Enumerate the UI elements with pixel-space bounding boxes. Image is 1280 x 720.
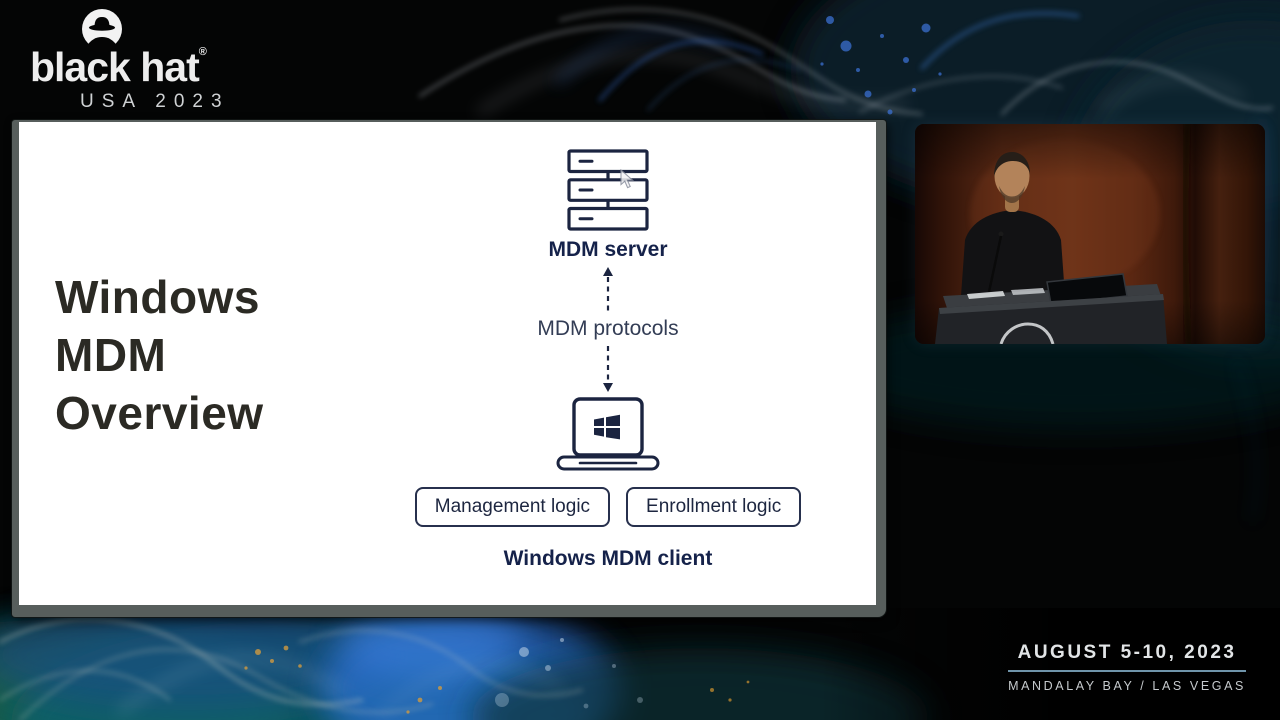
logo-event-label: USA 2023 bbox=[80, 91, 230, 112]
mouse-cursor bbox=[620, 169, 635, 189]
windows-laptop-icon bbox=[556, 397, 660, 471]
presentation-slide: Windows MDM Overview bbox=[12, 120, 886, 617]
dashed-arrow-up-icon bbox=[603, 267, 613, 313]
presenter-video bbox=[915, 124, 1265, 344]
logo-wordmark: black hat® bbox=[30, 47, 254, 88]
blackhat-figure-icon bbox=[82, 9, 122, 52]
event-footer: AUGUST 5-10, 2023 MANDALAY BAY / LAS VEG… bbox=[1008, 642, 1246, 693]
registered-mark: ® bbox=[198, 46, 207, 58]
podium bbox=[935, 273, 1167, 344]
protocols-label: MDM protocols bbox=[537, 317, 679, 340]
slide-title-line-2: MDM bbox=[55, 329, 167, 381]
blackhat-logo: black hat® USA 2023 bbox=[30, 8, 254, 113]
client-logic-boxes: Management logic Enrollment logic bbox=[414, 487, 802, 527]
dashed-arrow-down-icon bbox=[603, 346, 613, 392]
slide-title: Windows MDM Overview bbox=[55, 268, 264, 442]
mdm-architecture-diagram: MDM server MDM protocols bbox=[398, 148, 818, 571]
event-date: AUGUST 5-10, 2023 bbox=[1008, 642, 1246, 672]
event-venue: MANDALAY BAY / LAS VEGAS bbox=[1008, 679, 1246, 693]
presenter-scene bbox=[915, 124, 1265, 344]
client-label: Windows MDM client bbox=[503, 547, 713, 570]
slide-title-line-1: Windows bbox=[55, 271, 260, 323]
management-logic-box: Management logic bbox=[414, 487, 611, 527]
presenter-figure bbox=[961, 152, 1065, 296]
enrollment-logic-box: Enrollment logic bbox=[626, 487, 802, 527]
logo-wordmark-text: black hat bbox=[30, 44, 200, 90]
server-rack-icon bbox=[567, 149, 649, 231]
slide-title-line-3: Overview bbox=[55, 387, 264, 439]
server-label: MDM server bbox=[548, 238, 668, 261]
slide-content: Windows MDM Overview bbox=[19, 122, 876, 605]
